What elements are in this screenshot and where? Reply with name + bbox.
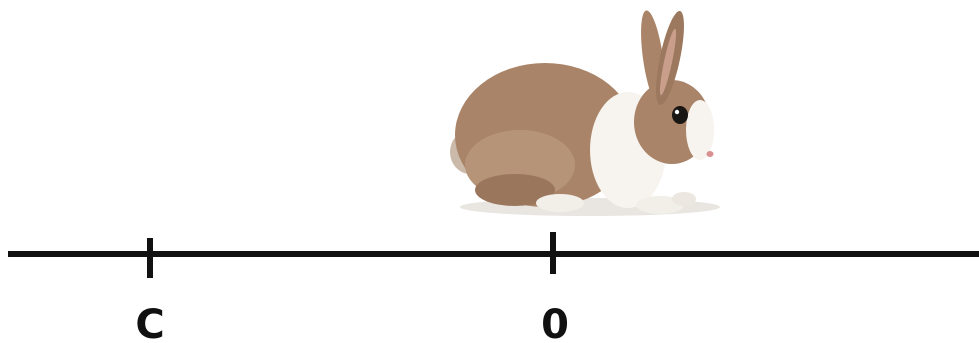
tick-zero: 0: [541, 232, 569, 343]
tick-label-zero: 0: [541, 302, 569, 343]
rabbit-icon: [450, 10, 720, 216]
tick-c: C: [135, 238, 165, 343]
tick-label-c: C: [135, 302, 164, 343]
